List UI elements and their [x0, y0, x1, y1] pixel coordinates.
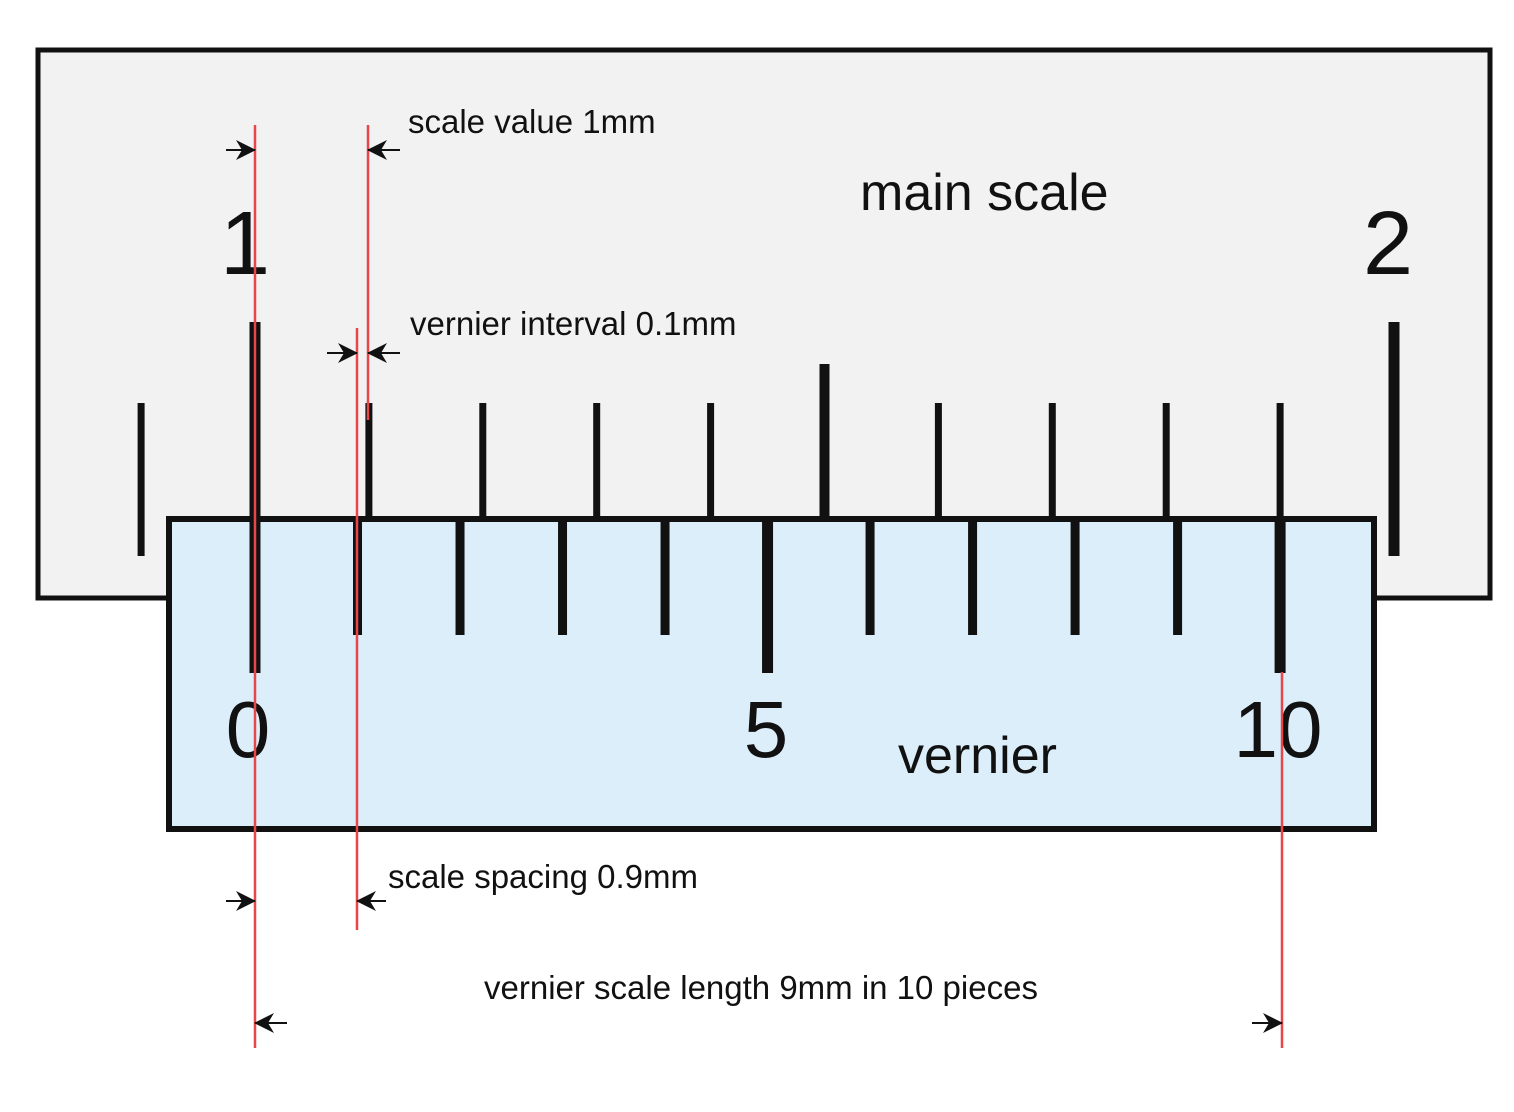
dimension-arrows: [226, 140, 1283, 1033]
vernier-label: vernier: [898, 727, 1057, 785]
vernier-number-0: 0: [226, 685, 271, 774]
main-scale-label: main scale: [860, 164, 1109, 222]
main-scale-number-1: 1: [220, 194, 270, 294]
scale-value-label: scale value 1mm: [408, 103, 656, 140]
main-scale-body: [35, 47, 1493, 601]
vernier-number-5: 5: [744, 685, 789, 774]
vernier-interval-label: vernier interval 0.1mm: [410, 305, 736, 342]
vernier-length-label: vernier scale length 9mm in 10 pieces: [484, 969, 1038, 1006]
main-scale-number-2: 2: [1363, 194, 1413, 294]
scale-spacing-label: scale spacing 0.9mm: [388, 858, 698, 895]
vernier-number-10: 10: [1234, 685, 1323, 774]
